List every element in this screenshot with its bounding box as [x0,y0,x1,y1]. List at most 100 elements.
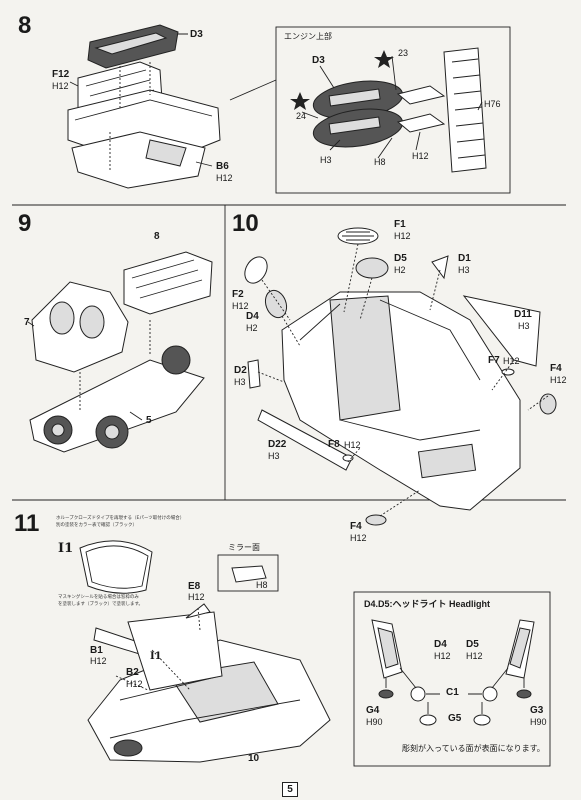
lens-g4 [378,689,394,699]
part-label: G5 [448,713,462,724]
windscreen-part [79,540,153,594]
part-d1 [431,255,449,280]
engine-top-inset-drawing [290,47,487,173]
page-number: 5 [282,782,298,797]
paint-code: H12 [216,173,233,183]
step10-drawing [244,227,557,526]
part-d22 [257,409,353,471]
step-reference: 8 [154,231,160,242]
paint-code: H12 [434,651,451,661]
paint-code: H3 [268,451,280,461]
inset-pointer-line [229,79,277,101]
star-number: 23 [398,48,409,58]
part-label: G3 [530,705,544,716]
part-label: F12 [52,69,70,80]
step-number: 10 [232,210,259,237]
engine-assembly-part [123,251,213,315]
part-label: F1 [394,219,406,230]
part-label: B6 [216,161,229,172]
part-label: D3 [312,55,325,66]
part-label: D5 [394,253,407,264]
part-label: D5 [466,639,479,650]
mirror-inset-frame [217,554,279,592]
paint-code: H12 [550,375,567,385]
part-label: C1 [446,687,459,698]
paint-code: H12 [232,301,249,311]
inset-title: D4.D5:ヘッドライト Headlight [364,599,491,609]
part-label: I1 [58,541,74,556]
step-reference: 5 [146,415,152,426]
part-label: F4 [550,363,562,374]
instruction-note: 彫刻が入っている面が表面になります。 [402,744,545,753]
part-label: D4 [434,639,447,650]
inset-title: ミラー面 [228,543,260,552]
paint-code: H8 [374,157,386,167]
intercooler-part [443,47,487,173]
lens-g3 [516,689,532,699]
part-label: F8 [328,439,340,450]
step8-drawing [67,24,221,189]
instruction-note: ホループクローズドタイプを再現する（Eパーツ取付けの場合） [56,516,185,521]
step-reference: 10 [248,753,260,764]
part-label: D4 [246,311,259,322]
paint-code: H90 [530,717,547,727]
part-f8 [342,454,354,462]
part-label: D22 [268,439,287,450]
part-label: F2 [232,289,244,300]
instruction-note: マスキングシールを貼る場合は窓枠のみ [58,595,139,600]
part-label: G4 [366,705,380,716]
paint-code: H8 [256,580,268,590]
paint-code: H3 [458,265,470,275]
wheel-icon [161,345,191,375]
part-d4 [264,289,288,319]
part-d5 [355,257,389,279]
paint-code: H3 [320,155,332,165]
rear-glass-part [127,611,223,691]
part-label: B2 [126,667,139,678]
mirror-part [231,565,267,583]
part-label: D11 [514,309,532,320]
inset-title: エンジン上部 [284,32,332,41]
part-d11 [462,295,541,367]
paint-code: H12 [394,231,411,241]
part-label: D1 [458,253,471,264]
cockpit-tub-part [31,281,129,373]
part-label: D2 [234,365,247,376]
part-c1-right [482,686,498,702]
part-g5-left [419,714,437,726]
instruction-note: を塗装します（ブラック）で塗装します。 [58,602,144,607]
paint-code: H12 [52,81,69,91]
part-label: D3 [190,29,203,40]
part-f4 [365,514,387,526]
part-label: F7 [488,355,500,366]
step-number: 9 [18,210,32,237]
part-label: B1 [90,645,103,656]
step-number: 11 [14,510,40,537]
part-label: E8 [188,581,201,592]
star-number: 24 [296,111,307,121]
part-label: I1 [150,651,162,662]
part-g5-right [473,714,491,726]
paint-code: H76 [484,99,501,109]
step-number: 8 [18,12,32,39]
paint-code: H12 [90,656,107,666]
paint-code: H2 [246,323,258,333]
headlight-inset-drawing [371,619,535,726]
part-label: F4 [350,521,362,532]
part-f4 [539,393,557,415]
paint-code: H12 [344,440,361,450]
paint-code: H12 [466,651,483,661]
instruction-note: 別の塗装をカラー表で確認（ブラック） [56,523,137,528]
star-mark-icon [374,50,394,68]
step9-drawing [27,251,213,453]
part-f2 [244,256,268,284]
paint-code: H12 [503,356,520,366]
paint-code: H12 [350,533,367,543]
part-f7 [501,368,515,376]
paint-code: H12 [188,592,205,602]
part-c1-left [410,686,426,702]
paint-code: H2 [394,265,406,275]
engine-top-inset-frame [275,26,511,194]
